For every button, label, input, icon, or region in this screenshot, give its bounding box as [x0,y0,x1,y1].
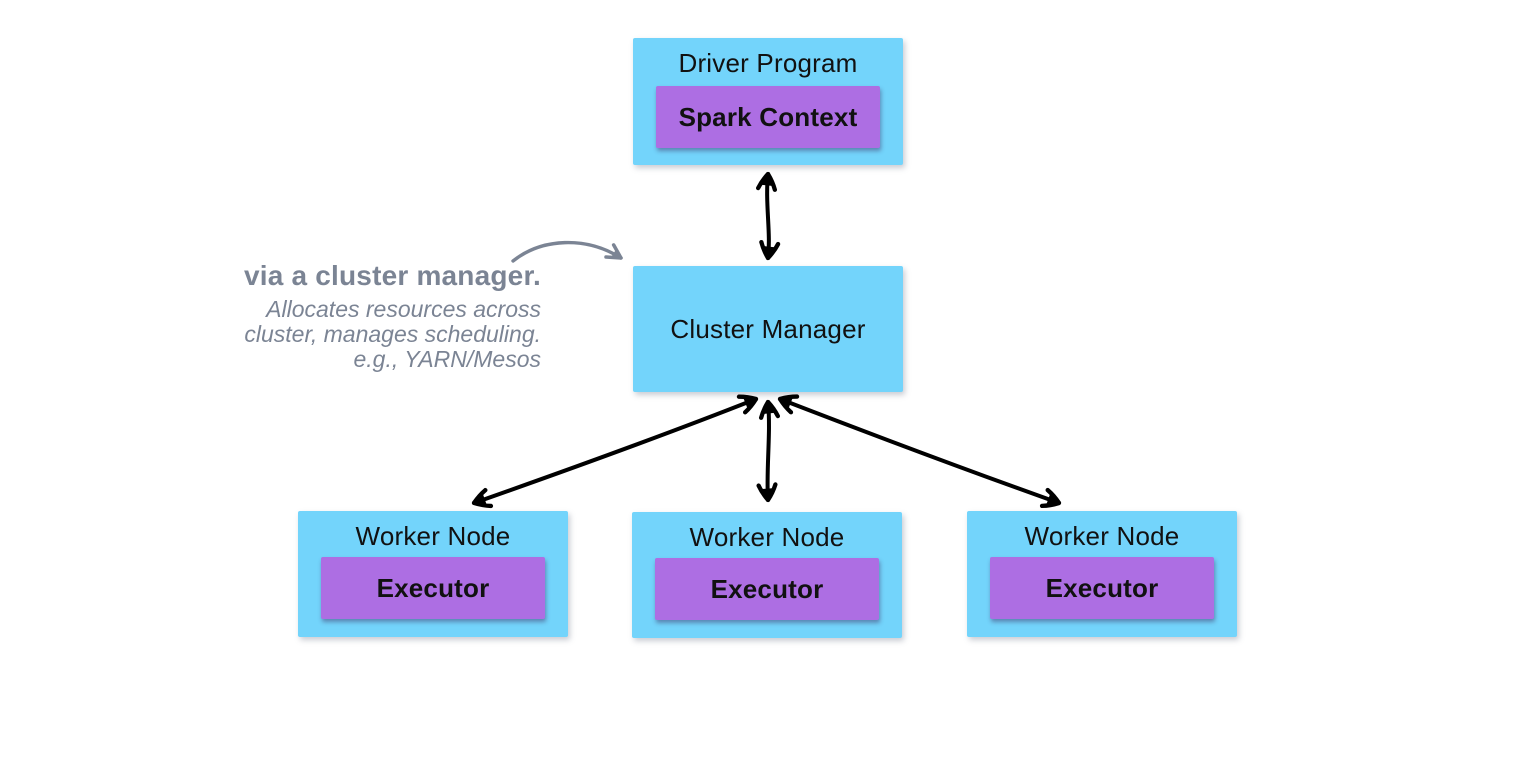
driver-program-label: Driver Program [678,48,858,78]
executor-1-label: Executor [376,572,490,603]
worker-3-label: Worker Node [1024,521,1180,551]
node-driver-program: Driver Program Spark Context [633,38,903,165]
arrow-cluster-worker-1 [471,394,759,509]
executor-2-label: Executor [710,573,824,604]
worker-1-label: Worker Node [355,521,511,551]
annotation-curved-arrow [511,240,623,263]
node-cluster-manager: Cluster Manager [633,266,903,392]
worker-2-label: Worker Node [689,522,845,552]
node-worker-3: Worker Node Executor [967,511,1237,637]
node-executor-1: Executor [321,557,545,619]
annotation-line: e.g., YARN/Mesos [353,346,542,372]
node-worker-1: Worker Node Executor [298,511,568,637]
node-spark-context: Spark Context [656,86,880,148]
arrow-cluster-worker-2 [756,399,781,503]
annotation-line: cluster, manages scheduling. [244,321,541,347]
executor-3-label: Executor [1045,572,1159,603]
annotation-heading: via a cluster manager. [243,260,541,291]
node-executor-2: Executor [655,558,879,620]
annotation-line: Allocates resources across [266,296,541,322]
node-worker-2: Worker Node Executor [632,512,902,638]
spark-context-label: Spark Context [678,101,858,132]
arrow-driver-cluster [755,171,781,261]
node-executor-3: Executor [990,557,1214,619]
cluster-manager-label: Cluster Manager [670,314,866,344]
cluster-manager-annotation: via a cluster manager. Allocates resourc… [121,261,541,372]
arrow-cluster-worker-3 [777,394,1062,509]
